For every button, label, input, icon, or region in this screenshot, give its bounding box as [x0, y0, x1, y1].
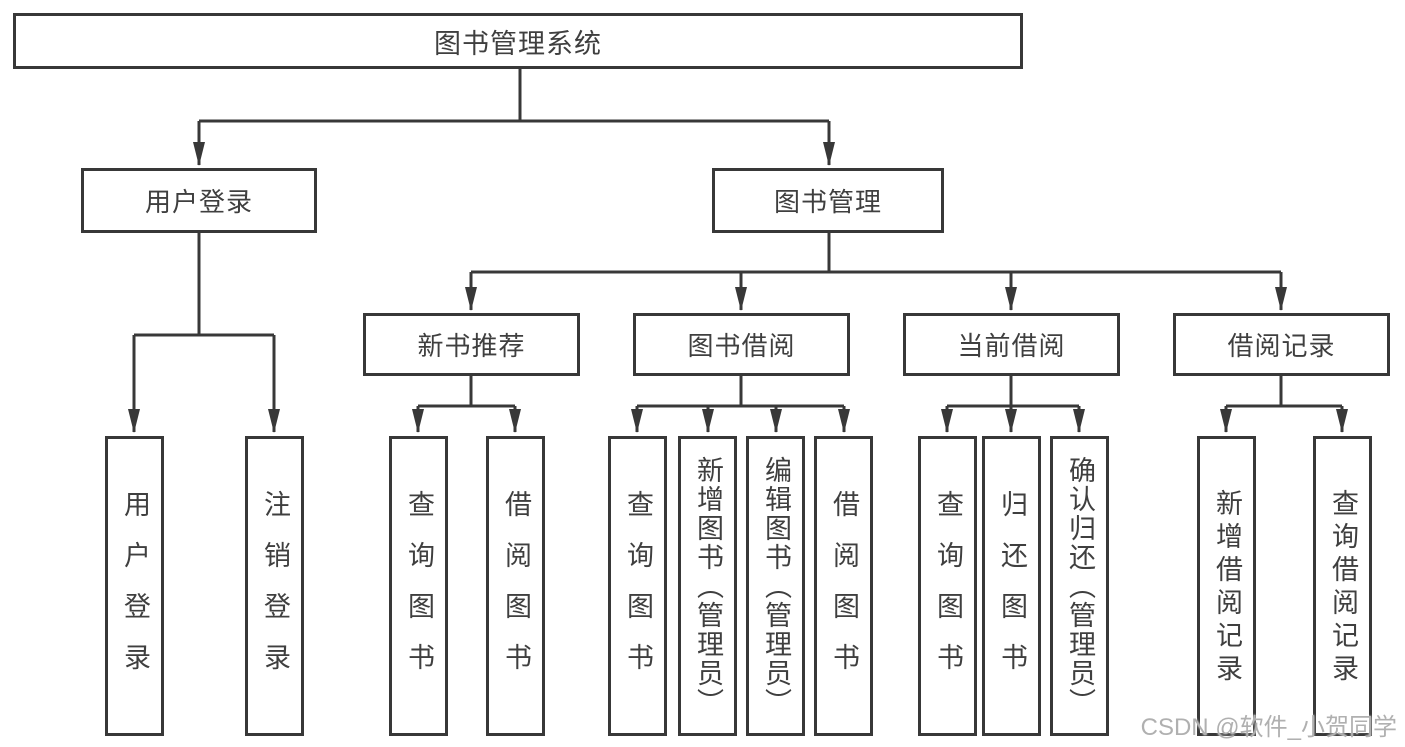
node-user-login: 用户登录	[81, 168, 317, 233]
leaf-logout: 注销登录	[245, 436, 304, 736]
leaf-query-books-3: 查询图书	[918, 436, 977, 736]
node-borrow-records: 借阅记录	[1173, 313, 1390, 376]
leaf-return-books: 归还图书	[982, 436, 1041, 736]
leaf-user-login: 用户登录	[105, 436, 164, 736]
leaf-add-borrow-record: 新增借阅记录	[1197, 436, 1256, 736]
csdn-watermark: CSDN @软件_小贺同学	[1140, 714, 1397, 741]
node-current-borrow: 当前借阅	[903, 313, 1120, 376]
leaf-edit-books-admin: 编辑图书（管理员）	[746, 436, 805, 736]
node-new-book-recommend: 新书推荐	[363, 313, 580, 376]
leaf-query-books-1: 查询图书	[389, 436, 448, 736]
node-system-title: 图书管理系统	[13, 13, 1023, 69]
node-book-management: 图书管理	[712, 168, 944, 233]
leaf-query-borrow-record: 查询借阅记录	[1313, 436, 1372, 736]
leaf-add-books-admin: 新增图书（管理员）	[678, 436, 737, 736]
leaf-query-books-2: 查询图书	[608, 436, 667, 736]
leaf-confirm-return-admin: 确认归还（管理员）	[1050, 436, 1109, 736]
leaf-borrow-books-1: 借阅图书	[486, 436, 545, 736]
node-book-borrow: 图书借阅	[633, 313, 850, 376]
leaf-borrow-books-2: 借阅图书	[814, 436, 873, 736]
